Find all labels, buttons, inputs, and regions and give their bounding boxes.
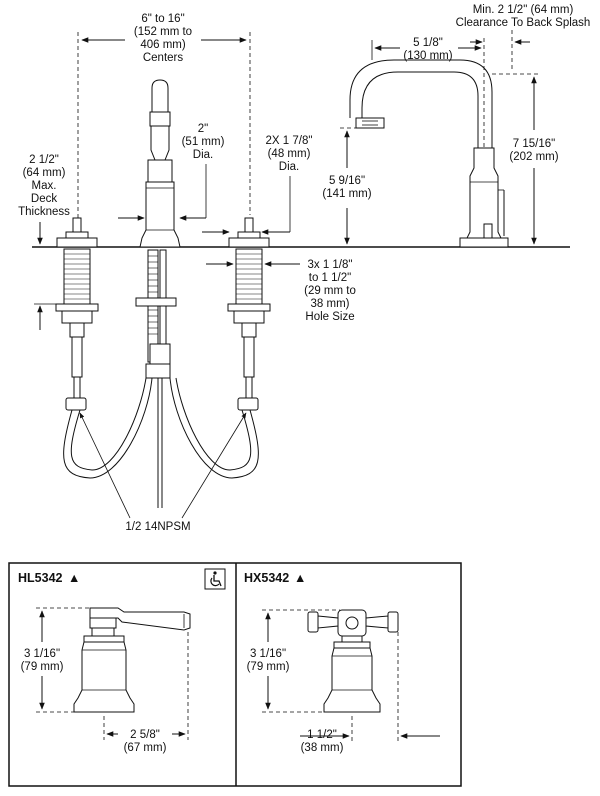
hole-size-label-5: Hole Size: [305, 311, 354, 323]
hx5342-handle-drawing: [307, 609, 399, 713]
spout-diameter-dimension: 2" (51 mm) Dia.: [118, 123, 225, 221]
overall-height-dimension: 7 15/16" (202 mm): [492, 73, 559, 245]
hl5342-panel: HL5342 ▲ 3 1/16" (79 mm): [18, 568, 226, 754]
hl5342-height-label-1: 3 1/16": [24, 648, 60, 660]
spout-side-view: [349, 59, 509, 248]
spout-dia-label-1: 2": [198, 123, 208, 135]
overall-height-label-1: 7 15/16": [513, 138, 555, 150]
supply-hoses: [63, 377, 259, 479]
deck-label-5: Thickness: [18, 206, 70, 218]
backsplash-clearance-dimension: Min. 2 1/2" (64 mm) Clearance To Back Sp…: [456, 4, 591, 70]
hx5342-model-marker: ▲: [294, 571, 306, 585]
right-handle-valve: [227, 217, 271, 411]
centers-label-3: 406 mm): [140, 39, 186, 51]
hx5342-panel: HX5342 ▲ 3 1/16" (79 mm) 1 1/2" (38: [244, 571, 440, 754]
left-handle-valve: [55, 217, 99, 411]
hx5342-model-label: HX5342: [244, 571, 289, 585]
deck-label-3: Max.: [32, 180, 57, 192]
hl5342-base-label-1: 2 5/8": [130, 729, 160, 741]
hl5342-model-marker: ▲: [68, 571, 80, 585]
reach-label-1: 5 1/8": [413, 37, 443, 49]
handle-diameter-dimension: 2X 1 7/8" (48 mm) Dia.: [202, 135, 313, 235]
hole-size-dimension: 3x 1 1/8" to 1 1/2" (29 mm to 38 mm) Hol…: [206, 259, 356, 323]
hx5342-base-label-1: 1 1/2": [307, 729, 337, 741]
hl5342-model-label: HL5342: [18, 571, 63, 585]
hx5342-height-label-1: 3 1/16": [250, 648, 286, 660]
npsm-callout: 1/2 14NPSM: [79, 412, 247, 533]
spout-dia-label-3: Dia.: [193, 149, 213, 161]
spout-height-label-1: 5 9/16": [329, 175, 365, 187]
clearance-label-2: Clearance To Back Splash: [456, 17, 591, 29]
hole-size-label-2: to 1 1/2": [309, 272, 351, 284]
spout-reach-dimension: 5 1/8" (130 mm): [371, 37, 485, 148]
deck-label-1: 2 1/2": [29, 154, 59, 166]
hx5342-height-label-2: (79 mm): [247, 661, 290, 673]
centers-label-2: (152 mm to: [134, 26, 192, 38]
centers-dimension: 6" to 16" (152 mm to 406 mm) Centers: [77, 13, 251, 232]
hole-size-label-3: (29 mm to: [304, 285, 356, 297]
handle-dia-label-1: 2X 1 7/8": [266, 135, 313, 147]
hl5342-height-label-2: (79 mm): [21, 661, 64, 673]
spout-dia-label-2: (51 mm): [182, 136, 225, 148]
overall-height-label-2: (202 mm): [509, 151, 558, 163]
hl5342-handle-drawing: [73, 607, 191, 713]
deck-label-4: Deck: [31, 193, 57, 205]
deck-label-2: (64 mm): [23, 167, 66, 179]
centers-label-1: 6" to 16": [141, 13, 184, 25]
clearance-label-1: Min. 2 1/2" (64 mm): [473, 4, 574, 16]
hole-size-label-4: 38 mm): [311, 298, 350, 310]
center-spout-front: [135, 79, 181, 508]
spout-height-label-2: (141 mm): [322, 188, 371, 200]
centers-label-4: Centers: [143, 52, 184, 64]
handle-options-panel: [8, 562, 462, 787]
hx5342-base-label-2: (38 mm): [301, 742, 344, 754]
hole-size-label-1: 3x 1 1/8": [307, 259, 352, 271]
spout-height-dimension: 5 9/16" (141 mm): [322, 127, 372, 245]
deck-thickness-dimension: 2 1/2" (64 mm) Max. Deck Thickness: [18, 154, 70, 330]
hl5342-base-label-2: (67 mm): [124, 742, 167, 754]
reach-label-2: (130 mm): [403, 50, 452, 62]
npsm-label: 1/2 14NPSM: [125, 521, 190, 533]
handle-dia-label-2: (48 mm): [268, 148, 311, 160]
wheelchair-accessible-icon: [204, 568, 226, 590]
handle-dia-label-3: Dia.: [279, 161, 299, 173]
